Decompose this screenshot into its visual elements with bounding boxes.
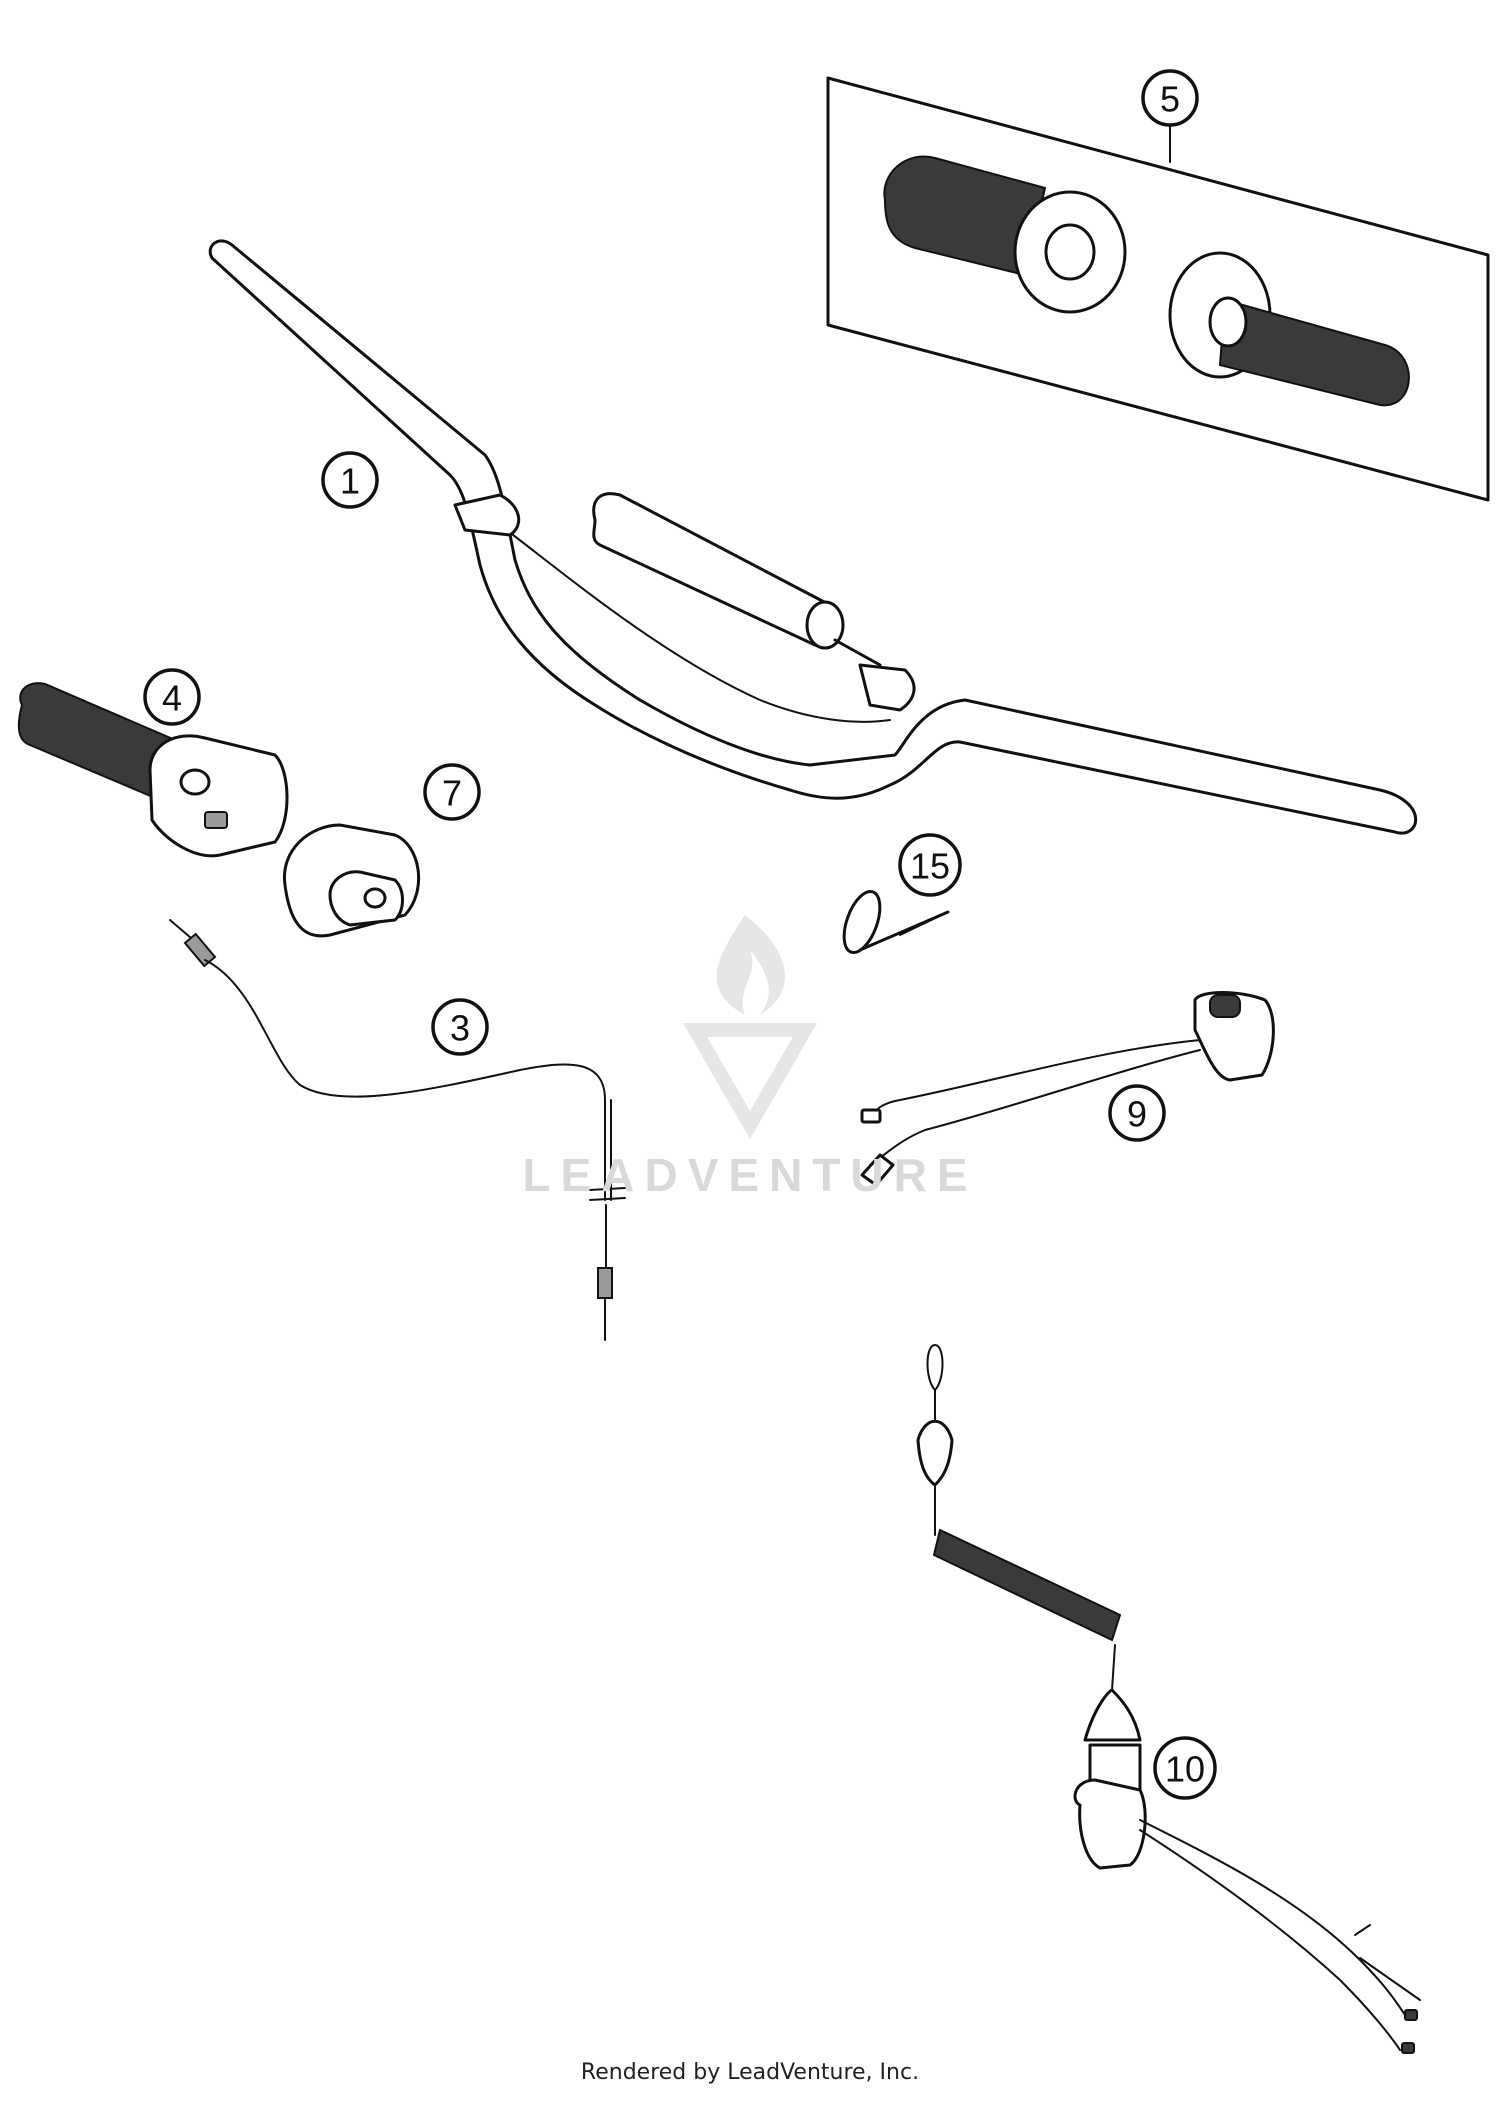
grip-left-part-5 xyxy=(883,155,1127,314)
callout-4-label: 4 xyxy=(162,678,182,719)
callout-3-label: 3 xyxy=(450,1008,470,1049)
callout-5: 5 xyxy=(1141,69,1199,163)
handlebar-part-1 xyxy=(208,239,1418,835)
switch-part-9 xyxy=(860,991,1275,1187)
callout-9: 9 xyxy=(1108,1084,1166,1142)
throttle-grip-part-4 xyxy=(17,682,289,858)
throttle-cable-part-3 xyxy=(169,919,626,1341)
render-credit: Rendered by LeadVenture, Inc. xyxy=(580,2060,920,2085)
grip-right-part-5 xyxy=(1168,251,1410,407)
kill-switch-part-10 xyxy=(916,1344,1421,2054)
cable-tie-part-15 xyxy=(842,889,950,955)
callout-15: 15 xyxy=(898,833,962,897)
callout-4: 4 xyxy=(143,668,201,726)
callout-5-label: 5 xyxy=(1160,79,1180,120)
grips-set-frame xyxy=(826,76,1490,502)
callout-3: 3 xyxy=(431,998,489,1056)
callout-10-label: 10 xyxy=(1165,1749,1205,1790)
callout-15-label: 15 xyxy=(910,846,950,887)
callout-7-label: 7 xyxy=(442,773,462,814)
callout-10: 10 xyxy=(1153,1736,1217,1800)
callout-9-label: 9 xyxy=(1127,1094,1147,1135)
callout-1: 1 xyxy=(321,451,379,509)
callout-7: 7 xyxy=(423,763,481,821)
watermark-text: LEADVENTURE xyxy=(522,1149,978,1201)
callout-1-label: 1 xyxy=(340,461,360,502)
watermark-logo xyxy=(682,915,818,1139)
throttle-housing-part-7 xyxy=(282,823,420,938)
